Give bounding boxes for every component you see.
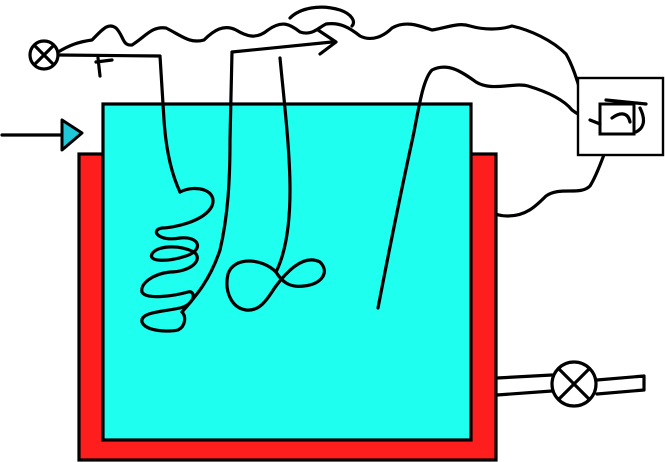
outlet-valve-icon xyxy=(550,360,598,408)
inlet-valve-icon xyxy=(28,39,60,71)
coil-feed-arrow xyxy=(94,56,114,78)
inlet-arrow-icon xyxy=(60,118,84,152)
coil-return-arrow xyxy=(316,28,338,56)
heating-coil-icon xyxy=(140,186,215,333)
signal-wire-return xyxy=(494,136,614,218)
wire-loop-top xyxy=(288,5,356,28)
coil-feed-pipe xyxy=(56,53,182,194)
temperature-probe-icon xyxy=(376,65,606,310)
signal-wire-top xyxy=(56,22,608,108)
agitator-icon xyxy=(225,258,326,312)
outlet-pipe xyxy=(495,373,646,397)
coil-return-pipe xyxy=(180,40,334,314)
controller-box-icon xyxy=(576,76,665,157)
agitator-shaft xyxy=(274,56,292,274)
